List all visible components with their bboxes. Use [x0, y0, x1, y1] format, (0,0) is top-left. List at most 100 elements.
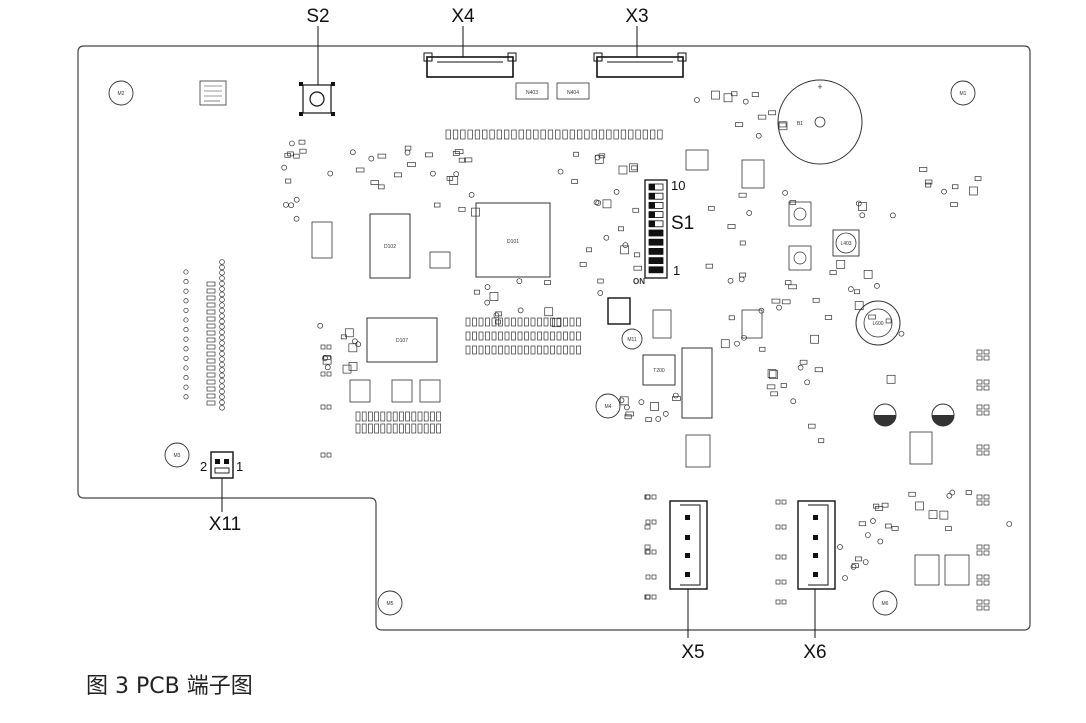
via-pad — [890, 212, 896, 219]
test-pad — [976, 550, 983, 556]
via-pad — [742, 98, 749, 105]
resistor — [368, 423, 373, 434]
smd-pad — [206, 344, 216, 350]
chip-n403: N403 — [515, 82, 549, 100]
resistor — [613, 129, 619, 140]
via-pad — [183, 375, 189, 381]
via-pad — [797, 364, 804, 371]
resistor — [399, 423, 404, 434]
via-pad — [595, 200, 602, 206]
resistor — [399, 411, 404, 422]
resistor — [517, 345, 523, 355]
smd-pad — [206, 323, 216, 329]
smd-component — [407, 162, 416, 167]
via-pad — [183, 279, 189, 285]
test-pad — [976, 450, 983, 456]
s1-on-label: ON — [633, 277, 645, 286]
smd-component — [780, 383, 787, 388]
chip-d101: D101 — [475, 202, 551, 278]
resistor — [478, 331, 484, 341]
via-pad — [219, 318, 225, 325]
resistor — [361, 423, 367, 434]
via-pad — [219, 356, 225, 362]
via-pad — [557, 168, 564, 175]
via-pad — [941, 188, 947, 195]
smd-pad — [206, 281, 216, 287]
test-pad — [781, 599, 787, 605]
resistor — [563, 317, 568, 327]
smd-component — [711, 90, 720, 100]
test-pad — [320, 404, 326, 410]
test-pad — [326, 404, 332, 410]
smd-component — [735, 122, 744, 127]
resistor — [518, 129, 524, 140]
test-pad — [326, 344, 332, 350]
via-pad — [219, 307, 225, 314]
resistor — [584, 129, 590, 140]
resistor — [436, 423, 441, 434]
smd-component — [965, 490, 972, 495]
smd-pad — [206, 351, 216, 357]
resistor — [374, 423, 379, 434]
resistor — [498, 345, 503, 355]
test-pad — [775, 499, 781, 505]
smd-pad — [206, 358, 216, 364]
test-pad — [983, 450, 990, 456]
smd-component — [829, 270, 837, 275]
smd-component — [945, 526, 952, 531]
test-pad — [983, 574, 990, 580]
via-pad — [484, 284, 491, 290]
smd-component — [425, 152, 433, 158]
resistor — [355, 411, 361, 422]
via-pad — [219, 372, 225, 379]
via-pad — [293, 196, 300, 203]
resistor — [485, 317, 490, 327]
resistor — [576, 331, 581, 341]
x6-label: X6 — [803, 642, 826, 663]
via-pad — [317, 322, 324, 329]
resistor — [556, 317, 562, 327]
smd-component — [751, 92, 759, 97]
test-pad — [983, 550, 990, 556]
smd-component — [634, 252, 641, 258]
svg-text:M5: M5 — [387, 601, 394, 607]
via-pad — [738, 276, 745, 283]
via-pad — [219, 264, 225, 271]
via-pad — [327, 170, 334, 177]
via-pad — [183, 327, 189, 333]
via-pad — [755, 132, 762, 139]
test-pad — [983, 355, 990, 361]
resistor — [452, 129, 459, 140]
test-pad — [320, 344, 326, 350]
trimmer-1 — [788, 201, 812, 227]
via-pad — [219, 286, 225, 292]
via-pad — [183, 394, 189, 400]
via-pad — [837, 544, 843, 550]
resistor — [386, 423, 392, 434]
smd-component — [446, 176, 454, 181]
test-pad — [976, 404, 983, 410]
via-pad — [734, 340, 740, 347]
via-pad — [219, 334, 225, 341]
smd-component — [824, 315, 833, 320]
smd-component — [705, 263, 714, 269]
via-pad — [322, 355, 328, 362]
resistor — [496, 129, 502, 140]
via-pad — [741, 334, 747, 341]
via-pad — [219, 275, 225, 281]
via-pad — [638, 399, 645, 405]
smd-component — [344, 328, 354, 338]
resistor — [511, 317, 516, 327]
chip-small-e — [311, 221, 333, 259]
resistor — [474, 129, 481, 140]
resistor — [524, 345, 529, 355]
smd-component — [579, 262, 587, 267]
test-pad — [645, 594, 651, 600]
smd-component — [808, 423, 816, 429]
resistor — [511, 345, 516, 355]
smd-component — [452, 151, 460, 156]
test-pad — [645, 574, 651, 580]
smd-component — [851, 563, 859, 569]
smd-component — [738, 192, 747, 198]
mount-hole-m1: M1 — [950, 80, 976, 106]
